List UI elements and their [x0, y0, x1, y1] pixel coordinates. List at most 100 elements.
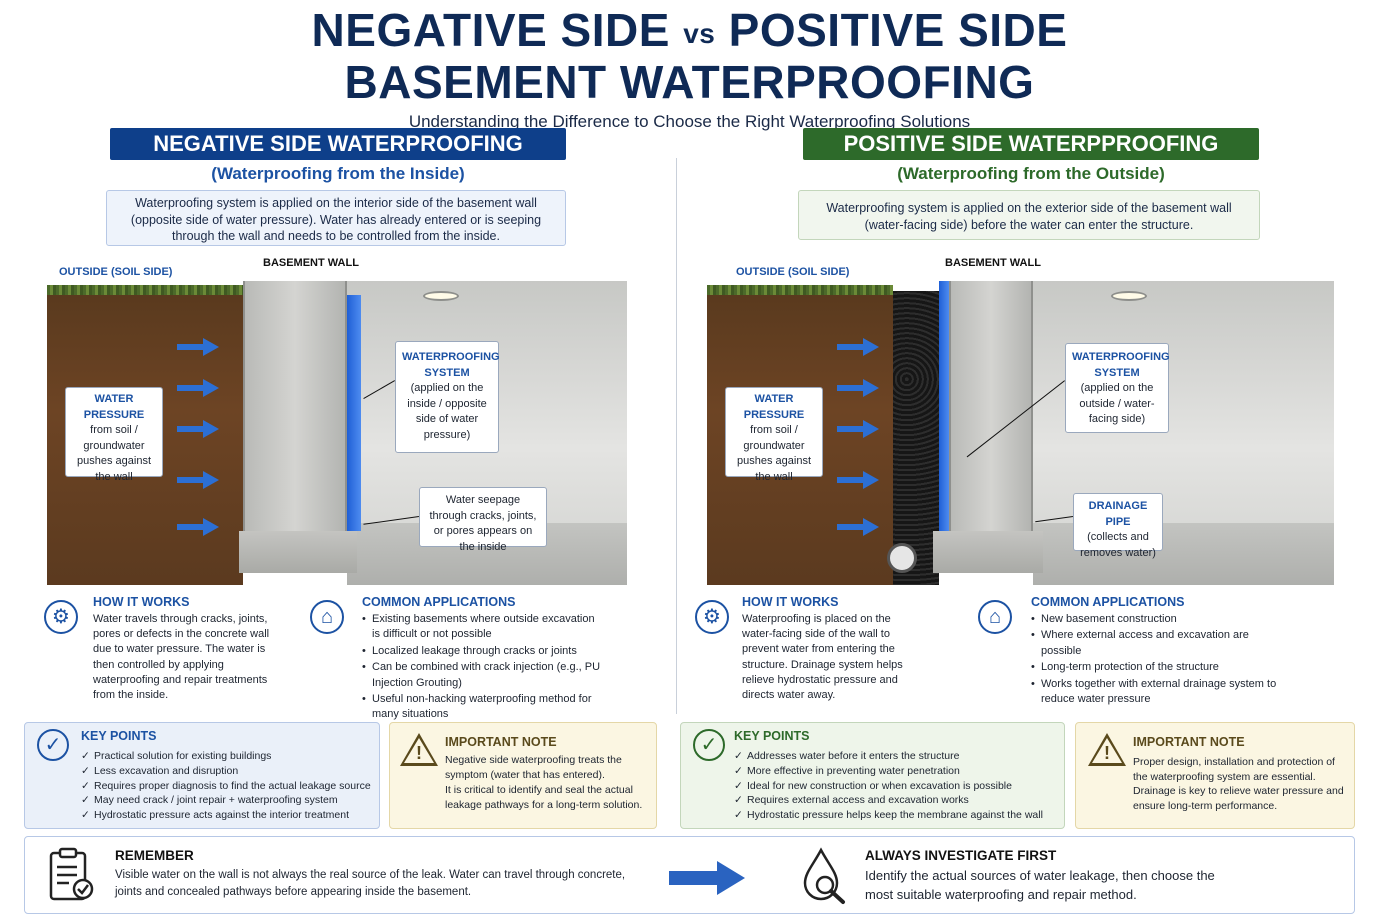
title-negative-side: NEGATIVE SIDE	[311, 4, 670, 56]
negative-banner-subtitle: (Waterproofing from the Inside)	[211, 164, 465, 183]
callout-body: from soil / groundwater pushes against t…	[737, 424, 811, 483]
positive-kp-list: Addresses water before it enters the str…	[734, 749, 1059, 823]
positive-wall-diagram: WATER PRESSURE from soil / groundwater p…	[707, 281, 1334, 585]
wall-footing	[239, 531, 357, 573]
positive-key-points: ✓ KEY POINTS Addresses water before it e…	[680, 722, 1065, 829]
positive-banner: POSITIVE SIDE WATERPPROOFING	[803, 128, 1259, 160]
ceiling-light-icon	[423, 291, 459, 301]
list-item: More effective in preventing water penet…	[734, 764, 1059, 779]
arrow-right-icon	[669, 861, 745, 895]
water-pressure-arrow-icon	[177, 518, 219, 536]
callout-heading: DRAINAGE PIPE	[1088, 500, 1148, 528]
negative-note-p2: It is critical to identify and seal the …	[445, 784, 643, 811]
warning-triangle-icon	[1088, 733, 1126, 766]
callout-body: from soil / groundwater pushes against t…	[77, 424, 151, 483]
interior-waterproofing-layer	[347, 295, 361, 531]
list-item: Less excavation and disruption	[81, 764, 371, 779]
positive-how-title: HOW IT WORKS	[742, 595, 839, 609]
water-pressure-arrow-icon	[177, 338, 219, 356]
callout-body: (collects and removes water)	[1080, 531, 1156, 559]
list-item: Useful non-hacking waterproofing method …	[362, 692, 602, 723]
negative-note-p1: Negative side waterproofing treats the s…	[445, 754, 622, 781]
remember-title: REMEMBER	[115, 848, 194, 863]
check-circle-icon: ✓	[693, 729, 725, 761]
water-pressure-arrow-icon	[837, 379, 879, 397]
list-item: Works together with external drainage sy…	[1031, 677, 1291, 708]
page-header: NEGATIVE SIDE vs POSITIVE SIDE BASEMENT …	[0, 6, 1379, 132]
callout-heading: WATERPROOFING SYSTEM	[1072, 351, 1170, 379]
water-pressure-arrow-icon	[837, 338, 879, 356]
water-pressure-arrow-icon	[837, 518, 879, 536]
negative-kp-list: Practical solution for existing building…	[81, 749, 371, 823]
water-pressure-arrow-icon	[177, 420, 219, 438]
list-item: Hydrostatic pressure helps keep the memb…	[734, 808, 1059, 823]
callout-body: Water seepage through cracks, joints, or…	[429, 494, 537, 553]
positive-important-note: ! IMPORTANT NOTE Proper design, installa…	[1075, 722, 1355, 829]
list-item: Addresses water before it enters the str…	[734, 749, 1059, 764]
negative-note-title: IMPORTANT NOTE	[445, 735, 557, 749]
list-item: Requires proper diagnosis to find the ac…	[81, 779, 371, 794]
negative-key-points: ✓ KEY POINTS Practical solution for exis…	[24, 722, 380, 829]
negative-apps-title: COMMON APPLICATIONS	[362, 595, 516, 609]
ceiling-light-icon	[1111, 291, 1147, 301]
negative-how-title: HOW IT WORKS	[93, 595, 190, 609]
investigate-text: Identify the actual sources of water lea…	[865, 868, 1215, 902]
remember-bar: REMEMBER Visible water on the wall is no…	[24, 836, 1355, 914]
negative-important-note: ! IMPORTANT NOTE Negative side waterproo…	[389, 722, 657, 829]
drainage-pipe-callout: DRAINAGE PIPE (collects and removes wate…	[1073, 493, 1163, 559]
negative-wall-diagram: WATER PRESSURE from soil / groundwater p…	[47, 281, 627, 585]
callout-heading: WATER PRESSURE	[743, 393, 805, 421]
list-item: Localized leakage through cracks or join…	[362, 644, 602, 660]
concrete-wall	[243, 281, 347, 543]
negative-outside-label: OUTSIDE (SOIL SIDE)	[59, 266, 173, 278]
positive-outside-label: OUTSIDE (SOIL SIDE)	[736, 266, 850, 278]
list-item: Requires external access and excavation …	[734, 793, 1059, 808]
callout-heading: WATERPROOFING SYSTEM	[402, 351, 500, 379]
water-pressure-arrow-icon	[837, 420, 879, 438]
remember-text: Visible water on the wall is not always …	[115, 869, 626, 898]
positive-note-title: IMPORTANT NOTE	[1133, 735, 1245, 749]
water-pressure-callout: WATER PRESSURE from soil / groundwater p…	[725, 387, 823, 483]
exterior-waterproofing-layer	[939, 281, 949, 543]
water-drop-magnifier-icon	[803, 847, 845, 904]
list-item: Long-term protection of the structure	[1031, 660, 1291, 676]
title-positive-side: POSITIVE SIDE	[728, 4, 1068, 56]
positive-banner-subtitle: (Waterproofing from the Outside)	[897, 164, 1165, 183]
gear-icon: ⚙	[695, 600, 729, 634]
negative-banner: NEGATIVE SIDE WATERPROOFING	[110, 128, 566, 160]
negative-intro: Waterproofing system is applied on the i…	[106, 190, 566, 246]
wall-footing	[933, 531, 1043, 573]
page-title-line1: NEGATIVE SIDE vs POSITIVE SIDE	[0, 6, 1379, 58]
list-item: Can be combined with crack injection (e.…	[362, 660, 602, 691]
list-item: Where external access and excavation are…	[1031, 628, 1291, 659]
callout-body: (applied on the outside / water-facing s…	[1079, 382, 1155, 425]
waterproofing-system-callout: WATERPROOFING SYSTEM (applied on the ins…	[395, 341, 500, 453]
positive-kp-title: KEY POINTS	[734, 729, 810, 743]
water-pressure-arrow-icon	[177, 379, 219, 397]
investigate-title: ALWAYS INVESTIGATE FIRST	[865, 848, 1057, 863]
page-subtitle: Understanding the Difference to Choose t…	[408, 111, 971, 131]
positive-apps-list: New basement construction Where external…	[1031, 612, 1291, 708]
negative-apps-list: Existing basements where outside excavat…	[362, 612, 602, 724]
positive-intro: Waterproofing system is applied on the e…	[798, 190, 1260, 240]
list-item: May need crack / joint repair + waterpro…	[81, 793, 371, 808]
waterproofing-system-callout: WATERPROOFING SYSTEM (applied on the out…	[1065, 343, 1170, 433]
list-item: New basement construction	[1031, 612, 1291, 628]
column-divider	[676, 158, 677, 714]
check-circle-icon: ✓	[37, 729, 69, 761]
positive-apps-title: COMMON APPLICATIONS	[1031, 595, 1185, 609]
list-item: Hydrostatic pressure acts against the in…	[81, 808, 371, 823]
gear-icon: ⚙	[44, 600, 78, 634]
positive-note-p1: Proper design, installation and protecti…	[1133, 756, 1344, 812]
warning-triangle-icon	[400, 733, 438, 766]
warning-exclamation: !	[416, 743, 422, 763]
concrete-wall	[949, 281, 1033, 543]
drainage-pipe-icon	[887, 543, 917, 573]
water-pressure-arrow-icon	[837, 471, 879, 489]
positive-how-text: Waterproofing is placed on the water-fac…	[742, 613, 903, 702]
water-pressure-callout: WATER PRESSURE from soil / groundwater p…	[65, 387, 163, 483]
list-item: Ideal for new construction or when excav…	[734, 779, 1059, 794]
title-vs: vs	[683, 17, 716, 49]
negative-wall-label: BASEMENT WALL	[263, 257, 359, 269]
positive-wall-label: BASEMENT WALL	[945, 257, 1041, 269]
